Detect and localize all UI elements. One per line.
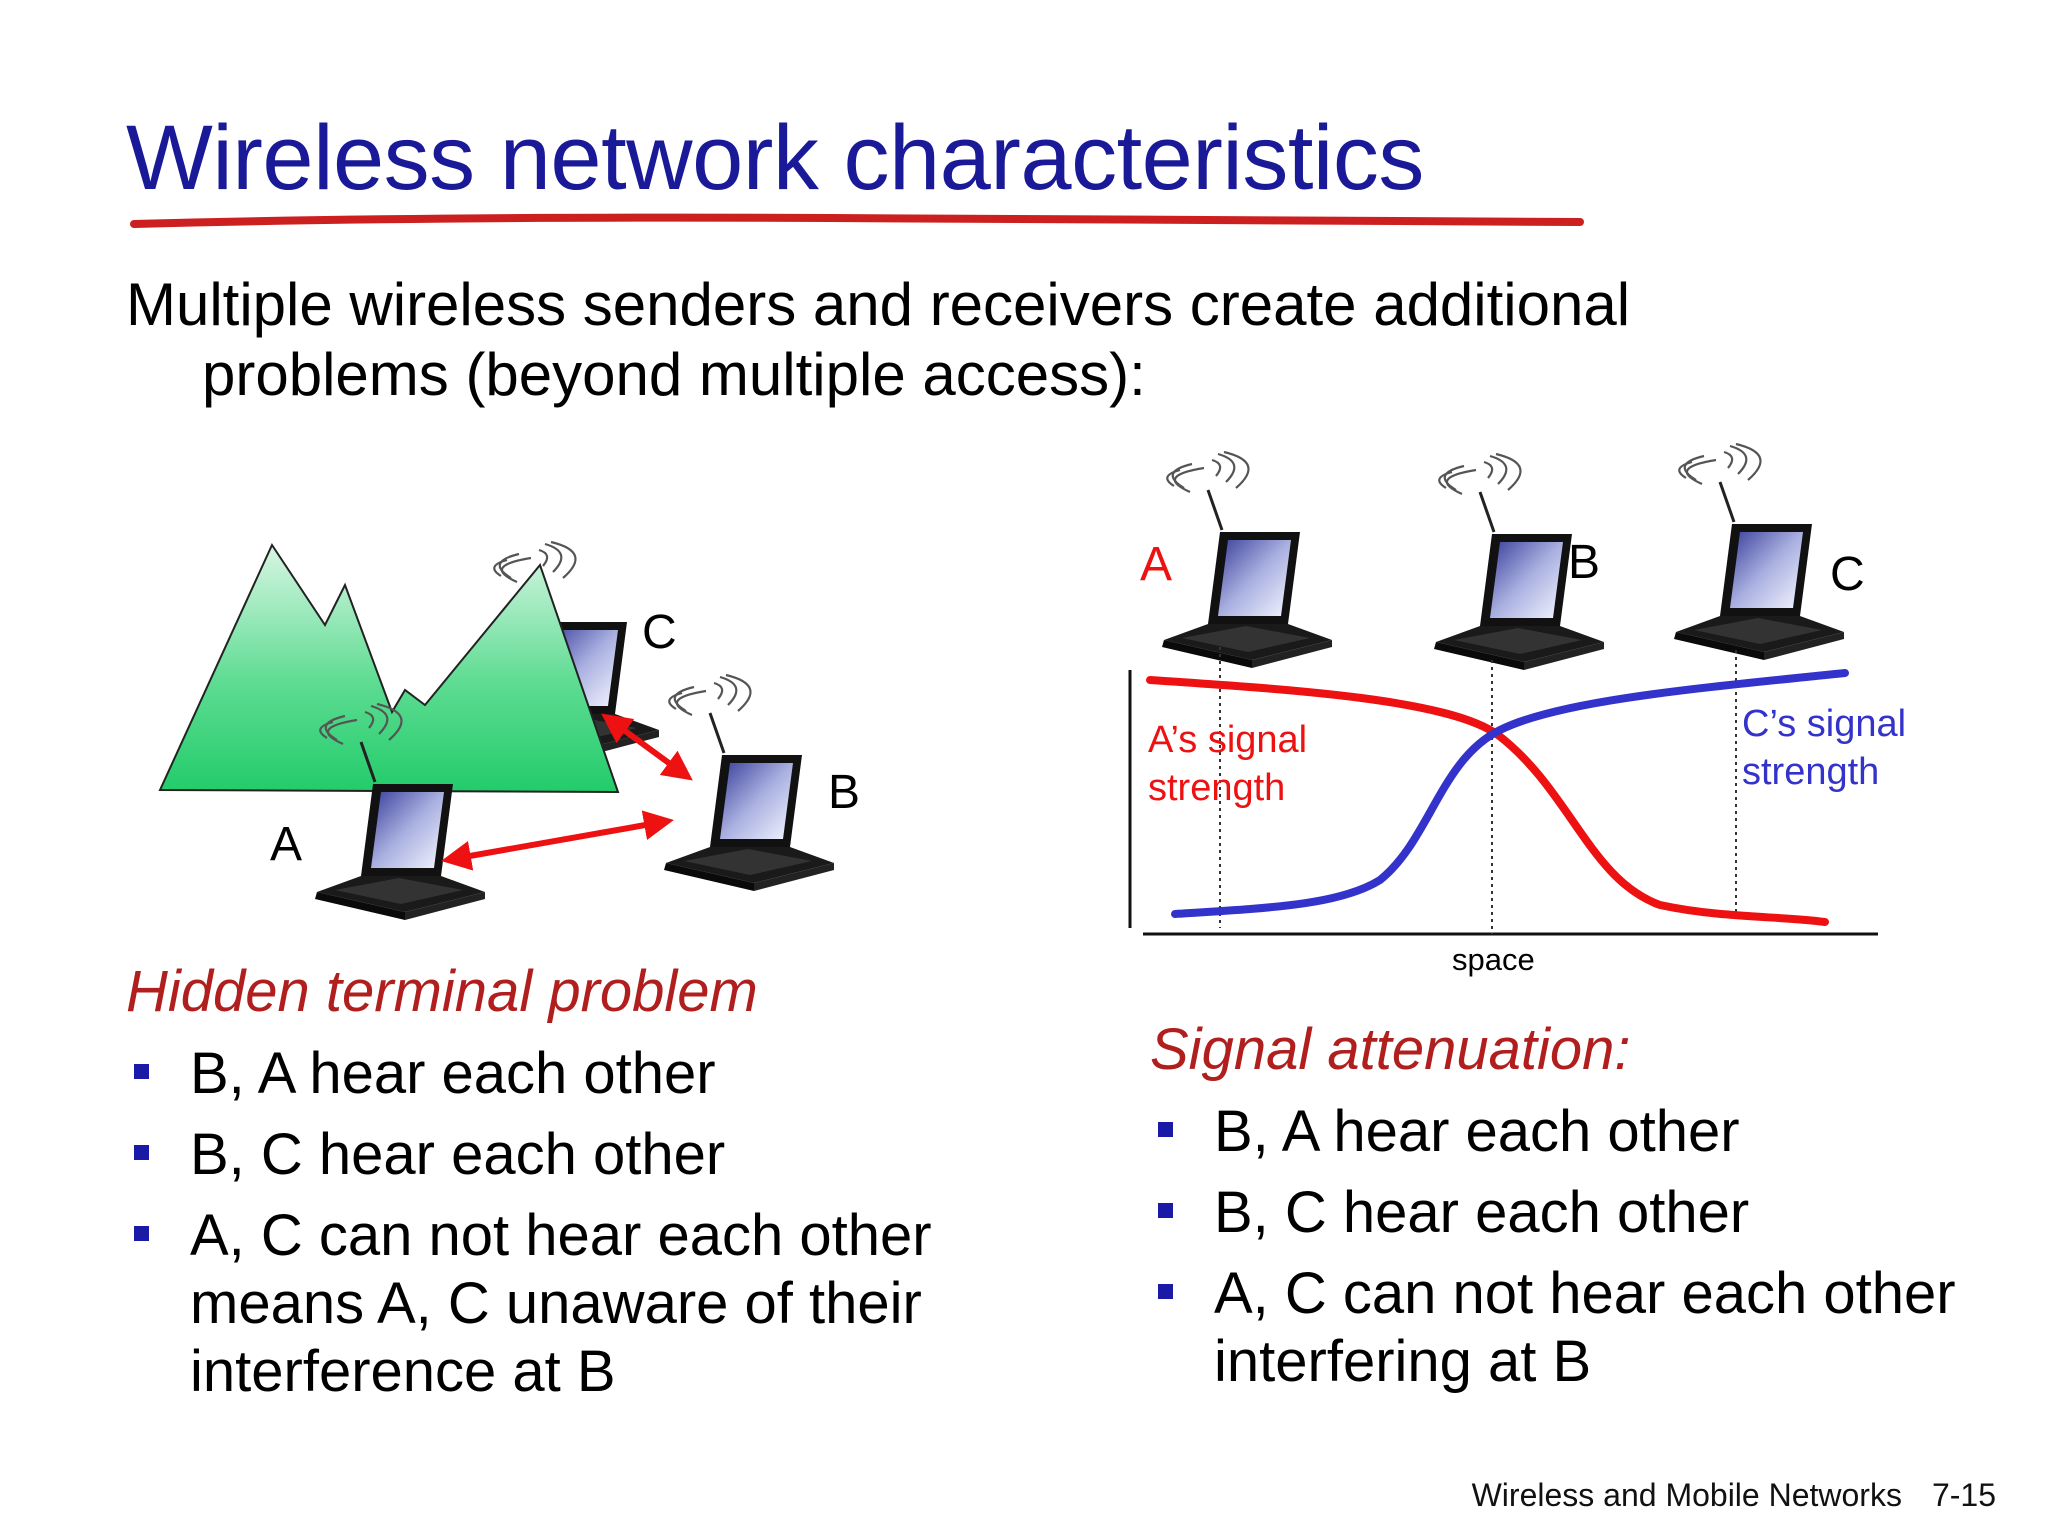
page-number: 7-15: [1931, 1477, 1996, 1513]
list-item: A, C can not hear each other interfering…: [1150, 1260, 2000, 1396]
a-signal-label-line-2: strength: [1148, 767, 1285, 809]
hidden-terminal-bullets: B, A hear each other B, C hear each othe…: [126, 1040, 1006, 1419]
bullet-icon: [1158, 1284, 1173, 1299]
bullet-icon: [134, 1064, 149, 1079]
arrow-a-b: [441, 810, 674, 871]
title-underline: [130, 213, 1584, 228]
laptop-c-icon: [1672, 442, 1846, 662]
label-a: A: [1140, 538, 1172, 591]
hidden-terminal-diagram: C B A: [158, 540, 860, 922]
intro-text: Multiple wireless senders and receivers …: [126, 270, 1826, 410]
a-signal-label-line-1: A’s signal: [1148, 719, 1307, 761]
list-item: B, C hear each other: [1150, 1179, 2000, 1247]
intro-line-1: Multiple wireless senders and receivers …: [126, 271, 1631, 338]
label-b: B: [828, 766, 860, 819]
signal-attenuation-diagram: A B C A’s signal strength C’s signal str…: [1128, 442, 1906, 977]
intro-line-2: problems (beyond multiple access):: [202, 341, 1146, 408]
list-item: B, A hear each other: [1150, 1098, 2000, 1166]
label-c: C: [1830, 548, 1865, 601]
footer: Wireless and Mobile Networks 7-15: [1472, 1477, 1996, 1514]
c-signal-label-line-1: C’s signal: [1742, 703, 1906, 745]
bullet-icon: [1158, 1203, 1173, 1218]
list-item: A, C can not hear each other means A, C …: [126, 1202, 1006, 1406]
slide-title: Wireless network characteristics: [126, 107, 1424, 209]
bullet-icon: [1158, 1122, 1173, 1137]
laptop-b-icon: [662, 673, 836, 893]
c-signal-curve: [1171, 669, 1849, 918]
signal-attenuation-bullets: B, A hear each other B, C hear each othe…: [1150, 1098, 2000, 1409]
c-signal-label-line-2: strength: [1742, 751, 1879, 793]
laptop-a-icon: [1160, 450, 1334, 670]
footer-chapter: Wireless and Mobile Networks: [1471, 1477, 1902, 1513]
bullet-icon: [134, 1226, 149, 1241]
x-axis-label: space: [1452, 942, 1535, 977]
mountains: [158, 542, 620, 794]
label-c: C: [642, 606, 677, 659]
label-a: A: [270, 818, 302, 871]
list-item: B, A hear each other: [126, 1040, 1006, 1108]
hidden-terminal-heading: Hidden terminal problem: [126, 959, 758, 1024]
bullet-icon: [134, 1145, 149, 1160]
label-b: B: [1568, 536, 1600, 589]
signal-attenuation-heading: Signal attenuation:: [1150, 1017, 1631, 1082]
arrow-b-c: [601, 713, 693, 781]
list-item: B, C hear each other: [126, 1121, 1006, 1189]
a-signal-curve: [1146, 676, 1829, 926]
